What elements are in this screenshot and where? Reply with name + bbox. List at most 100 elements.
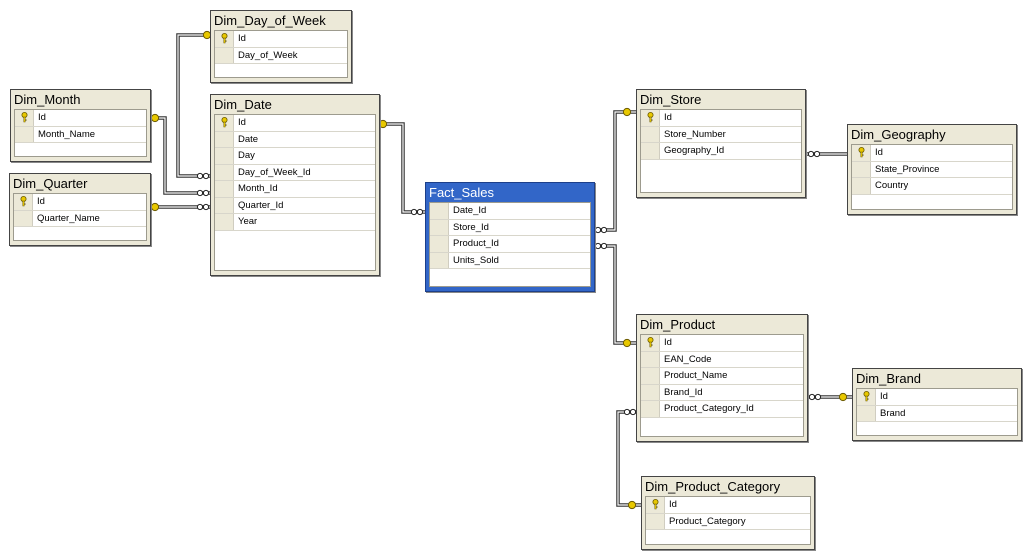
row-selector bbox=[215, 47, 234, 63]
primary-key-icon bbox=[852, 145, 871, 161]
column-name: Year bbox=[238, 216, 258, 227]
relationship-many-icon bbox=[196, 203, 204, 211]
primary-key-icon bbox=[646, 497, 665, 513]
column-row[interactable]: Month_Id bbox=[215, 181, 375, 198]
column-row[interactable]: Month_Name bbox=[15, 126, 146, 143]
column-row[interactable]: Id bbox=[14, 194, 146, 211]
column-name: Id bbox=[664, 112, 672, 123]
relationship-key-icon bbox=[622, 107, 632, 117]
column-row[interactable]: Day bbox=[215, 148, 375, 165]
column-row[interactable]: Quarter_Id bbox=[215, 197, 375, 214]
column-row[interactable]: State_Province bbox=[852, 161, 1012, 178]
row-selector bbox=[430, 219, 449, 235]
relationship-key-icon bbox=[150, 202, 160, 212]
relationship-many-icon bbox=[594, 242, 602, 250]
column-row[interactable]: Id bbox=[215, 31, 347, 48]
column-row[interactable]: Product_Name bbox=[641, 368, 803, 385]
column-row[interactable]: Day_of_Week_Id bbox=[215, 164, 375, 181]
table-title: Dim_Store bbox=[640, 92, 702, 107]
table-title: Dim_Month bbox=[14, 92, 81, 107]
relationship-many-icon bbox=[600, 226, 608, 234]
column-row[interactable]: Id bbox=[641, 335, 803, 352]
relationship-many-icon bbox=[600, 242, 608, 250]
column-row[interactable]: Store_Id bbox=[430, 219, 590, 236]
row-selector bbox=[641, 126, 660, 142]
row-selector bbox=[852, 178, 871, 194]
primary-key-icon bbox=[641, 335, 660, 351]
column-row[interactable]: Year bbox=[215, 214, 375, 231]
row-selector bbox=[215, 164, 234, 180]
column-row[interactable]: Id bbox=[646, 497, 810, 514]
column-row[interactable]: Id bbox=[215, 115, 375, 132]
row-selector bbox=[641, 384, 660, 400]
column-row[interactable]: Quarter_Name bbox=[14, 210, 146, 227]
row-selector bbox=[215, 148, 234, 164]
primary-key-icon bbox=[641, 110, 660, 126]
column-row[interactable]: Id bbox=[857, 389, 1017, 406]
primary-key-icon bbox=[215, 115, 234, 131]
relationship-many-icon bbox=[416, 208, 424, 216]
relationship-many-icon bbox=[202, 189, 210, 197]
column-row[interactable]: Date bbox=[215, 131, 375, 148]
column-row[interactable]: Date_Id bbox=[430, 203, 590, 220]
relationship-many-icon bbox=[808, 393, 816, 401]
column-name: Day_of_Week bbox=[238, 49, 298, 61]
column-row[interactable]: Units_Sold bbox=[430, 252, 590, 269]
relationship-many-icon bbox=[196, 189, 204, 197]
column-row[interactable]: Brand bbox=[857, 405, 1017, 422]
column-name: Product_Category bbox=[669, 515, 746, 527]
column-row[interactable]: Product_Id bbox=[430, 236, 590, 253]
relationship-key-icon bbox=[378, 119, 388, 129]
column-row[interactable]: Geography_Id bbox=[641, 143, 801, 160]
column-row[interactable]: Id bbox=[852, 145, 1012, 162]
column-row[interactable]: Country bbox=[852, 178, 1012, 195]
column-name: Day bbox=[238, 150, 255, 161]
table-title: Dim_Day_of_Week bbox=[214, 13, 326, 28]
column-row[interactable]: Day_of_Week bbox=[215, 47, 347, 64]
column-row[interactable]: Id bbox=[15, 110, 146, 127]
table-title: Dim_Product bbox=[640, 317, 716, 332]
column-name: Id bbox=[238, 33, 246, 44]
relationship-many-icon bbox=[813, 150, 821, 158]
column-row[interactable]: Id bbox=[641, 110, 801, 127]
row-selector bbox=[215, 197, 234, 213]
relationship-many-icon bbox=[594, 226, 602, 234]
row-selector bbox=[641, 368, 660, 384]
column-row[interactable]: Product_Category bbox=[646, 513, 810, 530]
row-selector bbox=[15, 126, 34, 142]
relationship-many-icon bbox=[814, 393, 822, 401]
column-row[interactable]: Store_Number bbox=[641, 126, 801, 143]
relationship-line-core bbox=[177, 34, 210, 177]
relationship-key-icon bbox=[838, 392, 848, 402]
column-name: Id bbox=[664, 337, 672, 348]
column-name: Geography_Id bbox=[664, 145, 725, 156]
row-selector bbox=[14, 210, 33, 226]
row-selector bbox=[641, 351, 660, 367]
column-name: Product_Name bbox=[664, 370, 728, 381]
column-name: Date_Id bbox=[453, 205, 487, 216]
row-selector bbox=[641, 143, 660, 159]
column-name: Month_Id bbox=[238, 183, 278, 194]
table-title: Dim_Product_Category bbox=[645, 479, 781, 494]
column-row[interactable]: Brand_Id bbox=[641, 384, 803, 401]
column-row[interactable]: Product_Category_Id bbox=[641, 401, 803, 418]
relationship-line-core bbox=[380, 123, 425, 213]
column-row[interactable]: EAN_Code bbox=[641, 351, 803, 368]
relationship-many-icon bbox=[807, 150, 815, 158]
primary-key-icon bbox=[14, 194, 33, 210]
row-selector bbox=[430, 236, 449, 252]
